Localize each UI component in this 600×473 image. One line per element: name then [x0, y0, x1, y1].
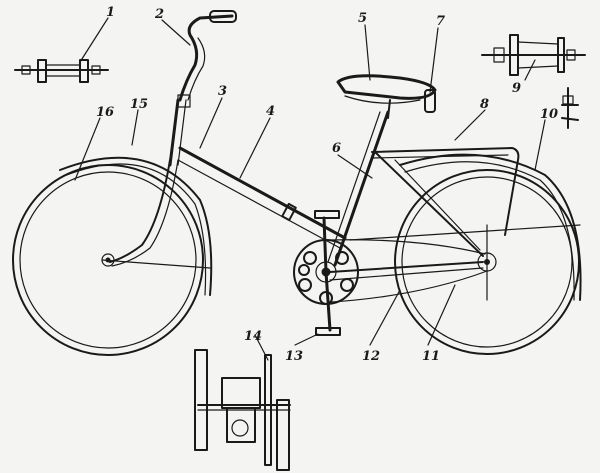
front-wheel [12, 164, 211, 356]
callout-7: 7 [436, 14, 445, 29]
callout-3: 3 [218, 84, 227, 99]
front-fender [59, 156, 213, 296]
callout-12: 12 [362, 349, 380, 364]
bottom-bracket-detail [194, 349, 291, 471]
callout-labels: 1 2 3 4 5 6 7 8 9 10 11 12 13 14 15 16 [96, 5, 558, 364]
callout-2: 2 [154, 7, 164, 22]
callout-13: 13 [285, 349, 303, 364]
callout-11: 11 [422, 349, 440, 364]
callout-8: 8 [480, 97, 489, 112]
callout-14: 14 [244, 329, 262, 344]
callout-15: 15 [130, 97, 148, 112]
brake-bracket-inset [561, 87, 579, 129]
front-hub-inset [14, 59, 109, 83]
callout-16: 16 [96, 105, 114, 120]
saddle [336, 74, 437, 113]
callout-1: 1 [106, 5, 115, 20]
crankset [293, 210, 359, 336]
rear-hub-inset [481, 34, 586, 76]
leader-lines [74, 17, 546, 361]
handlebar [177, 10, 237, 108]
callout-4: 4 [266, 104, 275, 119]
callout-9: 9 [512, 81, 521, 96]
callout-5: 5 [358, 11, 367, 26]
chain [329, 239, 486, 255]
frame [109, 98, 520, 281]
rear-fender [399, 153, 582, 301]
callout-10: 10 [540, 107, 558, 122]
callout-6: 6 [332, 141, 341, 156]
